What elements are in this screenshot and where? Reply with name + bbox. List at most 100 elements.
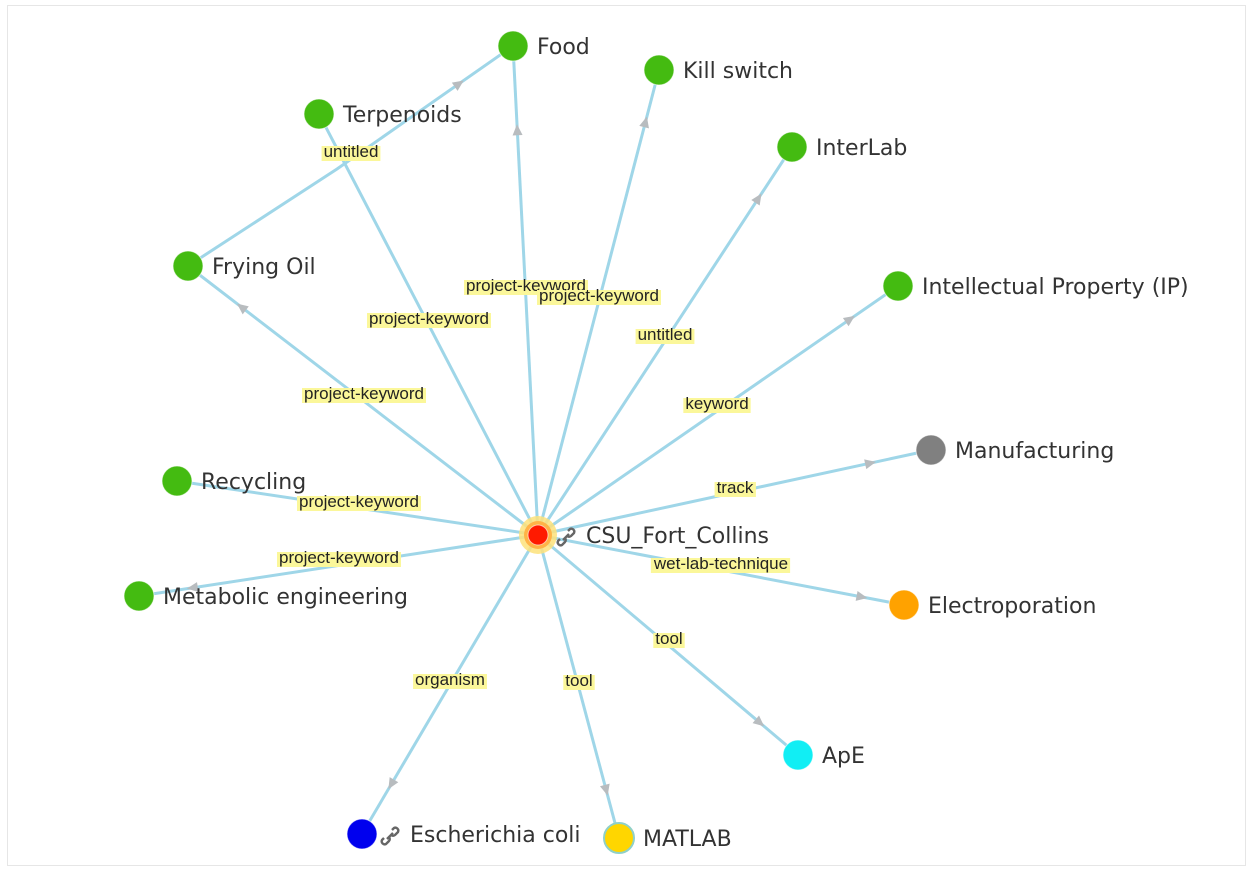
node-label: ApE: [822, 744, 865, 769]
arrow-head-icon: [388, 777, 399, 790]
edge-label-highlight: [302, 388, 426, 403]
node-circle[interactable]: [888, 589, 920, 621]
node-label: Food: [537, 35, 590, 60]
node-matlab[interactable]: MATLAB: [603, 822, 732, 854]
node-ip[interactable]: Intellectual Property (IP): [882, 270, 1189, 302]
edge-label-highlight: [297, 496, 421, 511]
node-circle[interactable]: [497, 30, 529, 62]
node-circle[interactable]: [643, 54, 675, 86]
node-label: Terpenoids: [342, 103, 462, 128]
edge-label-highlight: [683, 398, 751, 413]
edge-label-text: project-keyword: [299, 492, 419, 511]
edge-label-highlight: [714, 482, 756, 497]
node-food[interactable]: Food: [497, 30, 590, 62]
arrow-head-icon: [599, 783, 610, 796]
node-label: Intellectual Property (IP): [922, 275, 1189, 300]
node-circle[interactable]: [303, 98, 335, 130]
node-label: Metabolic engineering: [163, 585, 408, 610]
node-frying[interactable]: Frying Oil: [172, 250, 316, 282]
edge-label-highlight: [653, 633, 685, 648]
edge-label-frying-food: untitled: [321, 142, 381, 161]
node-ecoli[interactable]: Escherichia coli: [346, 818, 581, 850]
node-circle[interactable]: [346, 818, 378, 850]
node-manuf[interactable]: Manufacturing: [915, 434, 1114, 466]
edge-label-highlight: [367, 313, 491, 328]
edge-label-text: keyword: [685, 394, 748, 413]
arrow-head-icon: [237, 303, 249, 315]
node-csu[interactable]: CSU_Fort_Collins: [519, 516, 769, 554]
network-graph[interactable]: project-keyword project-keyword project-ke…: [8, 6, 1247, 867]
edge-label-text: tool: [655, 629, 682, 648]
edge-label-csu-frying: project-keyword: [302, 384, 426, 403]
edge-label-text: untitled: [324, 142, 379, 161]
edge-label-text: tool: [565, 671, 592, 690]
edge-label-highlight: [635, 329, 695, 344]
node-circle[interactable]: [776, 131, 808, 163]
edge-label-csu-ecoli: organism: [413, 670, 487, 689]
edge-label-text: organism: [415, 670, 485, 689]
edge-frying-food[interactable]: [187, 44, 514, 268]
edge-label-csu-manuf: track: [714, 478, 756, 497]
node-interlab[interactable]: InterLab: [776, 131, 907, 163]
edge-label-text: untitled: [638, 325, 693, 344]
node-label: Manufacturing: [955, 439, 1114, 464]
link-icon[interactable]: [380, 826, 400, 846]
arrow-head-icon: [186, 582, 199, 592]
node-label: InterLab: [816, 136, 907, 161]
edge-label-csu-ip: keyword: [683, 394, 751, 413]
edge-label-csu-terp: project-keyword: [367, 309, 491, 328]
arrow-head-icon: [451, 80, 464, 91]
arrow-head-icon: [855, 591, 868, 601]
node-recyc[interactable]: Recycling: [161, 465, 306, 497]
edges-layer: [138, 44, 932, 839]
edge-label-text: project-keyword: [279, 548, 399, 567]
edge-label-highlight: [321, 146, 381, 161]
edge-label-csu-interlab: untitled: [635, 325, 695, 344]
edge-label-highlight: [537, 290, 661, 305]
arrow-head-icon: [864, 459, 876, 470]
arrow-head-icon: [752, 715, 765, 727]
edge-line: [187, 44, 514, 268]
edge-label-text: project-keyword: [539, 286, 659, 305]
node-kill[interactable]: Kill switch: [643, 54, 793, 86]
node-circle[interactable]: [915, 434, 947, 466]
node-circle[interactable]: [161, 465, 193, 497]
node-circle[interactable]: [527, 524, 549, 546]
node-label: Frying Oil: [212, 255, 316, 280]
arrow-head-icon: [639, 116, 649, 129]
node-label: CSU_Fort_Collins: [586, 524, 769, 549]
edge-label-csu-matlab: tool: [563, 671, 595, 690]
network-graph-canvas[interactable]: project-keyword project-keyword project-ke…: [7, 5, 1246, 866]
edge-label-highlight: [650, 558, 791, 573]
node-electro[interactable]: Electroporation: [888, 589, 1096, 621]
edge-labels-layer: project-keyword project-keyword project-ke…: [277, 142, 791, 690]
arrow-head-icon: [751, 193, 762, 206]
node-label: Electroporation: [928, 594, 1096, 619]
edge-label-text: project-keyword: [369, 309, 489, 328]
edge-label-highlight: [413, 674, 487, 689]
node-label: Kill switch: [683, 59, 793, 84]
node-circle[interactable]: [172, 250, 204, 282]
node-label: Recycling: [201, 470, 306, 495]
edge-label-csu-ape: tool: [653, 629, 685, 648]
edge-label-csu-recyc: project-keyword: [297, 492, 421, 511]
link-icon[interactable]: [556, 527, 576, 547]
node-terp[interactable]: Terpenoids: [303, 98, 462, 130]
edge-label-text: wet-lab-technique: [653, 554, 788, 573]
node-circle[interactable]: [782, 739, 814, 771]
node-circle[interactable]: [123, 580, 155, 612]
node-label: MATLAB: [643, 827, 732, 852]
arrow-head-icon: [512, 124, 523, 136]
edge-label-csu-kill: project-keyword: [537, 286, 661, 305]
node-metab[interactable]: Metabolic engineering: [123, 580, 408, 612]
node-label: Escherichia coli: [410, 823, 581, 848]
edge-label-csu-electro: wet-lab-technique: [650, 554, 791, 573]
edge-label-csu-metab: project-keyword: [277, 548, 401, 567]
edge-label-highlight: [277, 552, 401, 567]
node-ape[interactable]: ApE: [782, 739, 865, 771]
node-circle[interactable]: [882, 270, 914, 302]
node-circle[interactable]: [603, 822, 635, 854]
edge-label-text: project-keyword: [304, 384, 424, 403]
edge-label-text: track: [717, 478, 754, 497]
